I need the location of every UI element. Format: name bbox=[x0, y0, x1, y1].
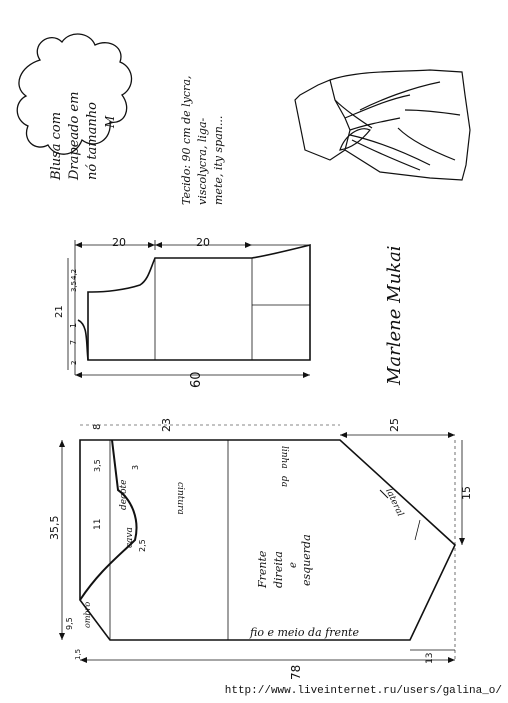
fabric-note: Tecido: 90 cm de lycra, viscolycra, liga… bbox=[180, 76, 225, 205]
label-frente-3: e bbox=[288, 562, 299, 568]
fabric-line2: viscolycra, liga- bbox=[196, 118, 209, 205]
label-frente-2: direita bbox=[272, 551, 285, 588]
front-dim-78: 78 bbox=[289, 665, 303, 680]
back-dim-1: 1 bbox=[69, 323, 78, 328]
label-cava: cava bbox=[125, 527, 135, 548]
author-signature: Marlene Mukai bbox=[384, 245, 405, 386]
back-dim-42: 4,2 bbox=[70, 269, 78, 280]
front-dim-3: 3 bbox=[131, 465, 140, 470]
front-dim-23: 23 bbox=[160, 418, 173, 432]
title-line2: Drapeado em bbox=[67, 92, 82, 181]
label-da: da bbox=[279, 476, 289, 487]
front-dim-height: 35,5 bbox=[48, 516, 61, 541]
front-dim-25b: 2,5 bbox=[138, 539, 147, 552]
label-cintura: cintura bbox=[175, 482, 185, 515]
back-dim-top-right: 20 bbox=[196, 236, 210, 249]
label-bottom-note: fio e meio da frente bbox=[249, 626, 359, 639]
back-dim-35: 3,5 bbox=[70, 281, 78, 292]
garment-sketch bbox=[294, 69, 471, 181]
back-dim-width: 60 bbox=[189, 371, 204, 388]
front-dim-95: 9,5 bbox=[65, 617, 74, 630]
back-dim-top-left: 20 bbox=[112, 236, 126, 249]
fabric-line1: Tecido: 90 cm de lycra, bbox=[180, 76, 193, 205]
title-size: M bbox=[103, 115, 117, 129]
label-ombro: ombro bbox=[83, 602, 92, 628]
label-frente-1: Frente bbox=[256, 550, 269, 589]
front-dim-13: 13 bbox=[425, 653, 435, 664]
back-dim-21: 21 bbox=[54, 305, 65, 318]
title-cloud: Blusa com Drapeado em nó tamanho M bbox=[16, 33, 133, 181]
front-dim-25: 25 bbox=[388, 418, 401, 432]
back-dim-7: 7 bbox=[69, 340, 78, 345]
front-pattern: 35,5 8 23 25 15 78 13 3,5 3 11 2,5 bbox=[48, 418, 473, 680]
front-dim-11: 11 bbox=[93, 519, 103, 530]
title-line3: nó tamanho bbox=[85, 102, 100, 180]
front-dim-15: 15 bbox=[460, 486, 473, 500]
label-frente-4: esquerda bbox=[300, 534, 313, 586]
label-lateral: lateral bbox=[383, 487, 405, 518]
front-dim-15b: 1,5 bbox=[74, 649, 82, 660]
back-pattern: 20 20 60 21 7 1 2 3,5 4,2 Marlene Mukai bbox=[54, 236, 405, 388]
front-dim-top-small: 8 bbox=[92, 424, 103, 430]
label-linha: linha bbox=[279, 446, 289, 469]
fabric-line3: mete, ity span... bbox=[212, 116, 225, 205]
front-dim-35b: 3,5 bbox=[93, 459, 102, 472]
footer-url[interactable]: http://www.liveinternet.ru/users/galina_… bbox=[224, 685, 502, 697]
title-line1: Blusa com bbox=[49, 112, 64, 181]
back-dim-2: 2 bbox=[70, 361, 78, 365]
label-decote: decote bbox=[119, 480, 129, 511]
